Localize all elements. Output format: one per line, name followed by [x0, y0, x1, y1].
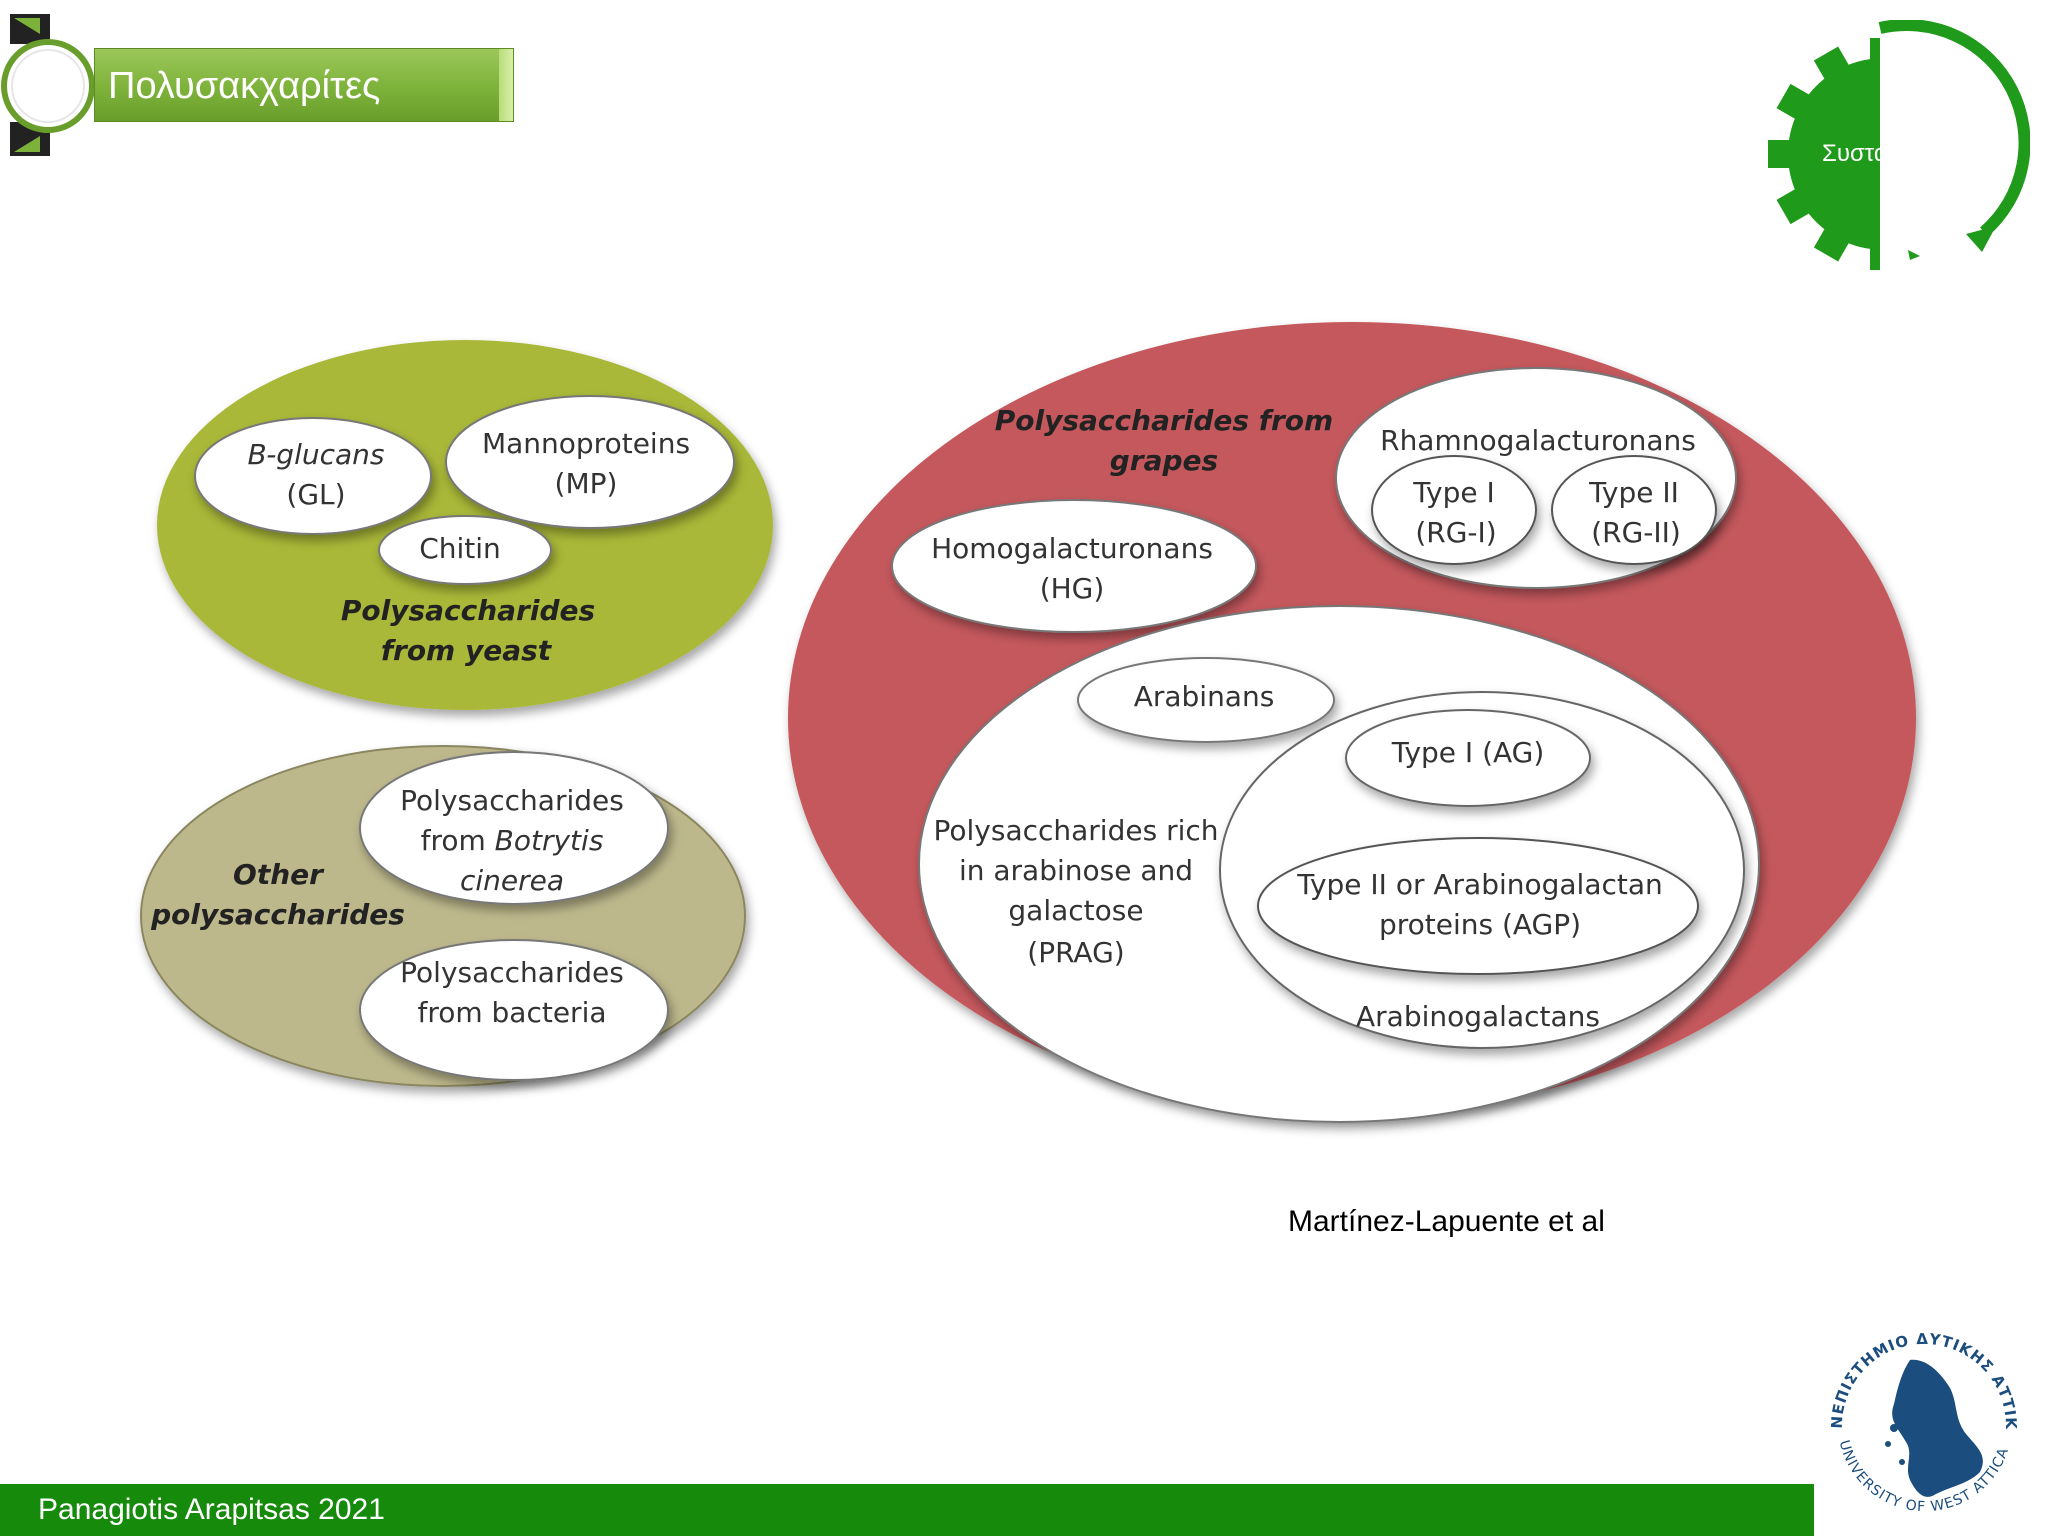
prag-label: Polysaccharides rich	[933, 814, 1218, 847]
hg-label-2: (HG)	[1040, 572, 1105, 605]
bacteria-label: Polysaccharides	[400, 956, 624, 989]
rg1-node	[1371, 455, 1537, 565]
bglucans-node	[194, 417, 432, 535]
title-ornament	[1, 14, 95, 156]
homogalacturonans-node	[891, 499, 1257, 633]
rg2-label-2: (RG-II)	[1591, 516, 1681, 549]
prag-label-2: in arabinose and	[959, 854, 1193, 887]
bglucans-label: B-glucans	[247, 438, 384, 471]
botrytis-node	[359, 751, 669, 905]
university-logo: ΠΑΝΕΠΙΣΤΗΜΙΟ ΔΥΤΙΚΗΣ ΑΤΤΙΚΗΣ UNIVERSITY …	[1818, 1316, 2019, 1515]
chitin-node	[378, 515, 552, 585]
grapes-group-label: Polysaccharides from	[995, 404, 1333, 437]
grapes-group-label-2: grapes	[1110, 444, 1218, 477]
rg1-label: Type I	[1412, 476, 1494, 509]
botrytis-label-3: cinerea	[460, 864, 564, 897]
botrytis-label-2: from Botrytis	[421, 824, 604, 857]
prag-label-3: galactose	[1008, 894, 1143, 927]
rg-title-label: Rhamnogalacturonans	[1380, 424, 1696, 457]
footer-bar	[0, 1484, 1814, 1536]
yeast-group: B-glucans (GL) Mannoproteins (MP) Chitin…	[157, 340, 773, 710]
prag-label-4: (PRAG)	[1027, 936, 1124, 969]
title-bar	[94, 48, 514, 122]
type1-ag-label: Type I (AG)	[1391, 736, 1545, 769]
chitin-label: Chitin	[419, 532, 501, 565]
slide-title: Πολυσακχαρίτες	[108, 65, 381, 107]
mannoproteins-label: Mannoproteins	[482, 427, 690, 460]
rg2-label: Type II	[1588, 476, 1679, 509]
botrytis-label: Polysaccharides	[400, 784, 624, 817]
gear-icon	[1768, 20, 2030, 270]
yeast-group-label: Polysaccharides	[341, 594, 595, 627]
arabinans-node	[1077, 657, 1335, 743]
mannoproteins-label-2: (MP)	[555, 467, 618, 500]
other-group-label-2: polysaccharides	[150, 898, 405, 931]
rg1-label-2: (RG-I)	[1415, 516, 1496, 549]
bacteria-label-2: from bacteria	[417, 996, 606, 1029]
bacteria-node	[359, 939, 669, 1081]
arabinans-label: Arabinans	[1134, 680, 1275, 713]
agp-label: Type II or Arabinogalactan	[1296, 868, 1663, 901]
agp-node	[1257, 837, 1699, 975]
other-group: Polysaccharides from Botrytis cinerea Po…	[140, 745, 746, 1087]
hg-label: Homogalacturonans	[931, 532, 1213, 565]
footer-author: Panagiotis Arapitsas 2021	[38, 1493, 385, 1526]
gear-label: Συστα	[1822, 140, 1888, 167]
citation: Martínez-Lapuente et al	[1288, 1205, 1605, 1238]
bglucans-label-2: (GL)	[286, 478, 345, 511]
grapes-group: Rhamnogalacturonans Type I (RG-I) Type I…	[788, 322, 1916, 1123]
type1-ag-node	[1345, 709, 1591, 807]
other-group-label: Other	[233, 858, 325, 891]
polysaccharide-diagram: B-glucans (GL) Mannoproteins (MP) Chitin…	[140, 322, 1916, 1123]
mannoproteins-node	[445, 395, 735, 529]
attica-map-icon	[1892, 1359, 1983, 1497]
yeast-group-label-2: from yeast	[381, 634, 553, 667]
agp-label-2: proteins (AGP)	[1379, 908, 1581, 941]
arabinogalactans-label: Arabinogalactans	[1356, 1000, 1600, 1033]
rg2-node	[1551, 455, 1717, 565]
